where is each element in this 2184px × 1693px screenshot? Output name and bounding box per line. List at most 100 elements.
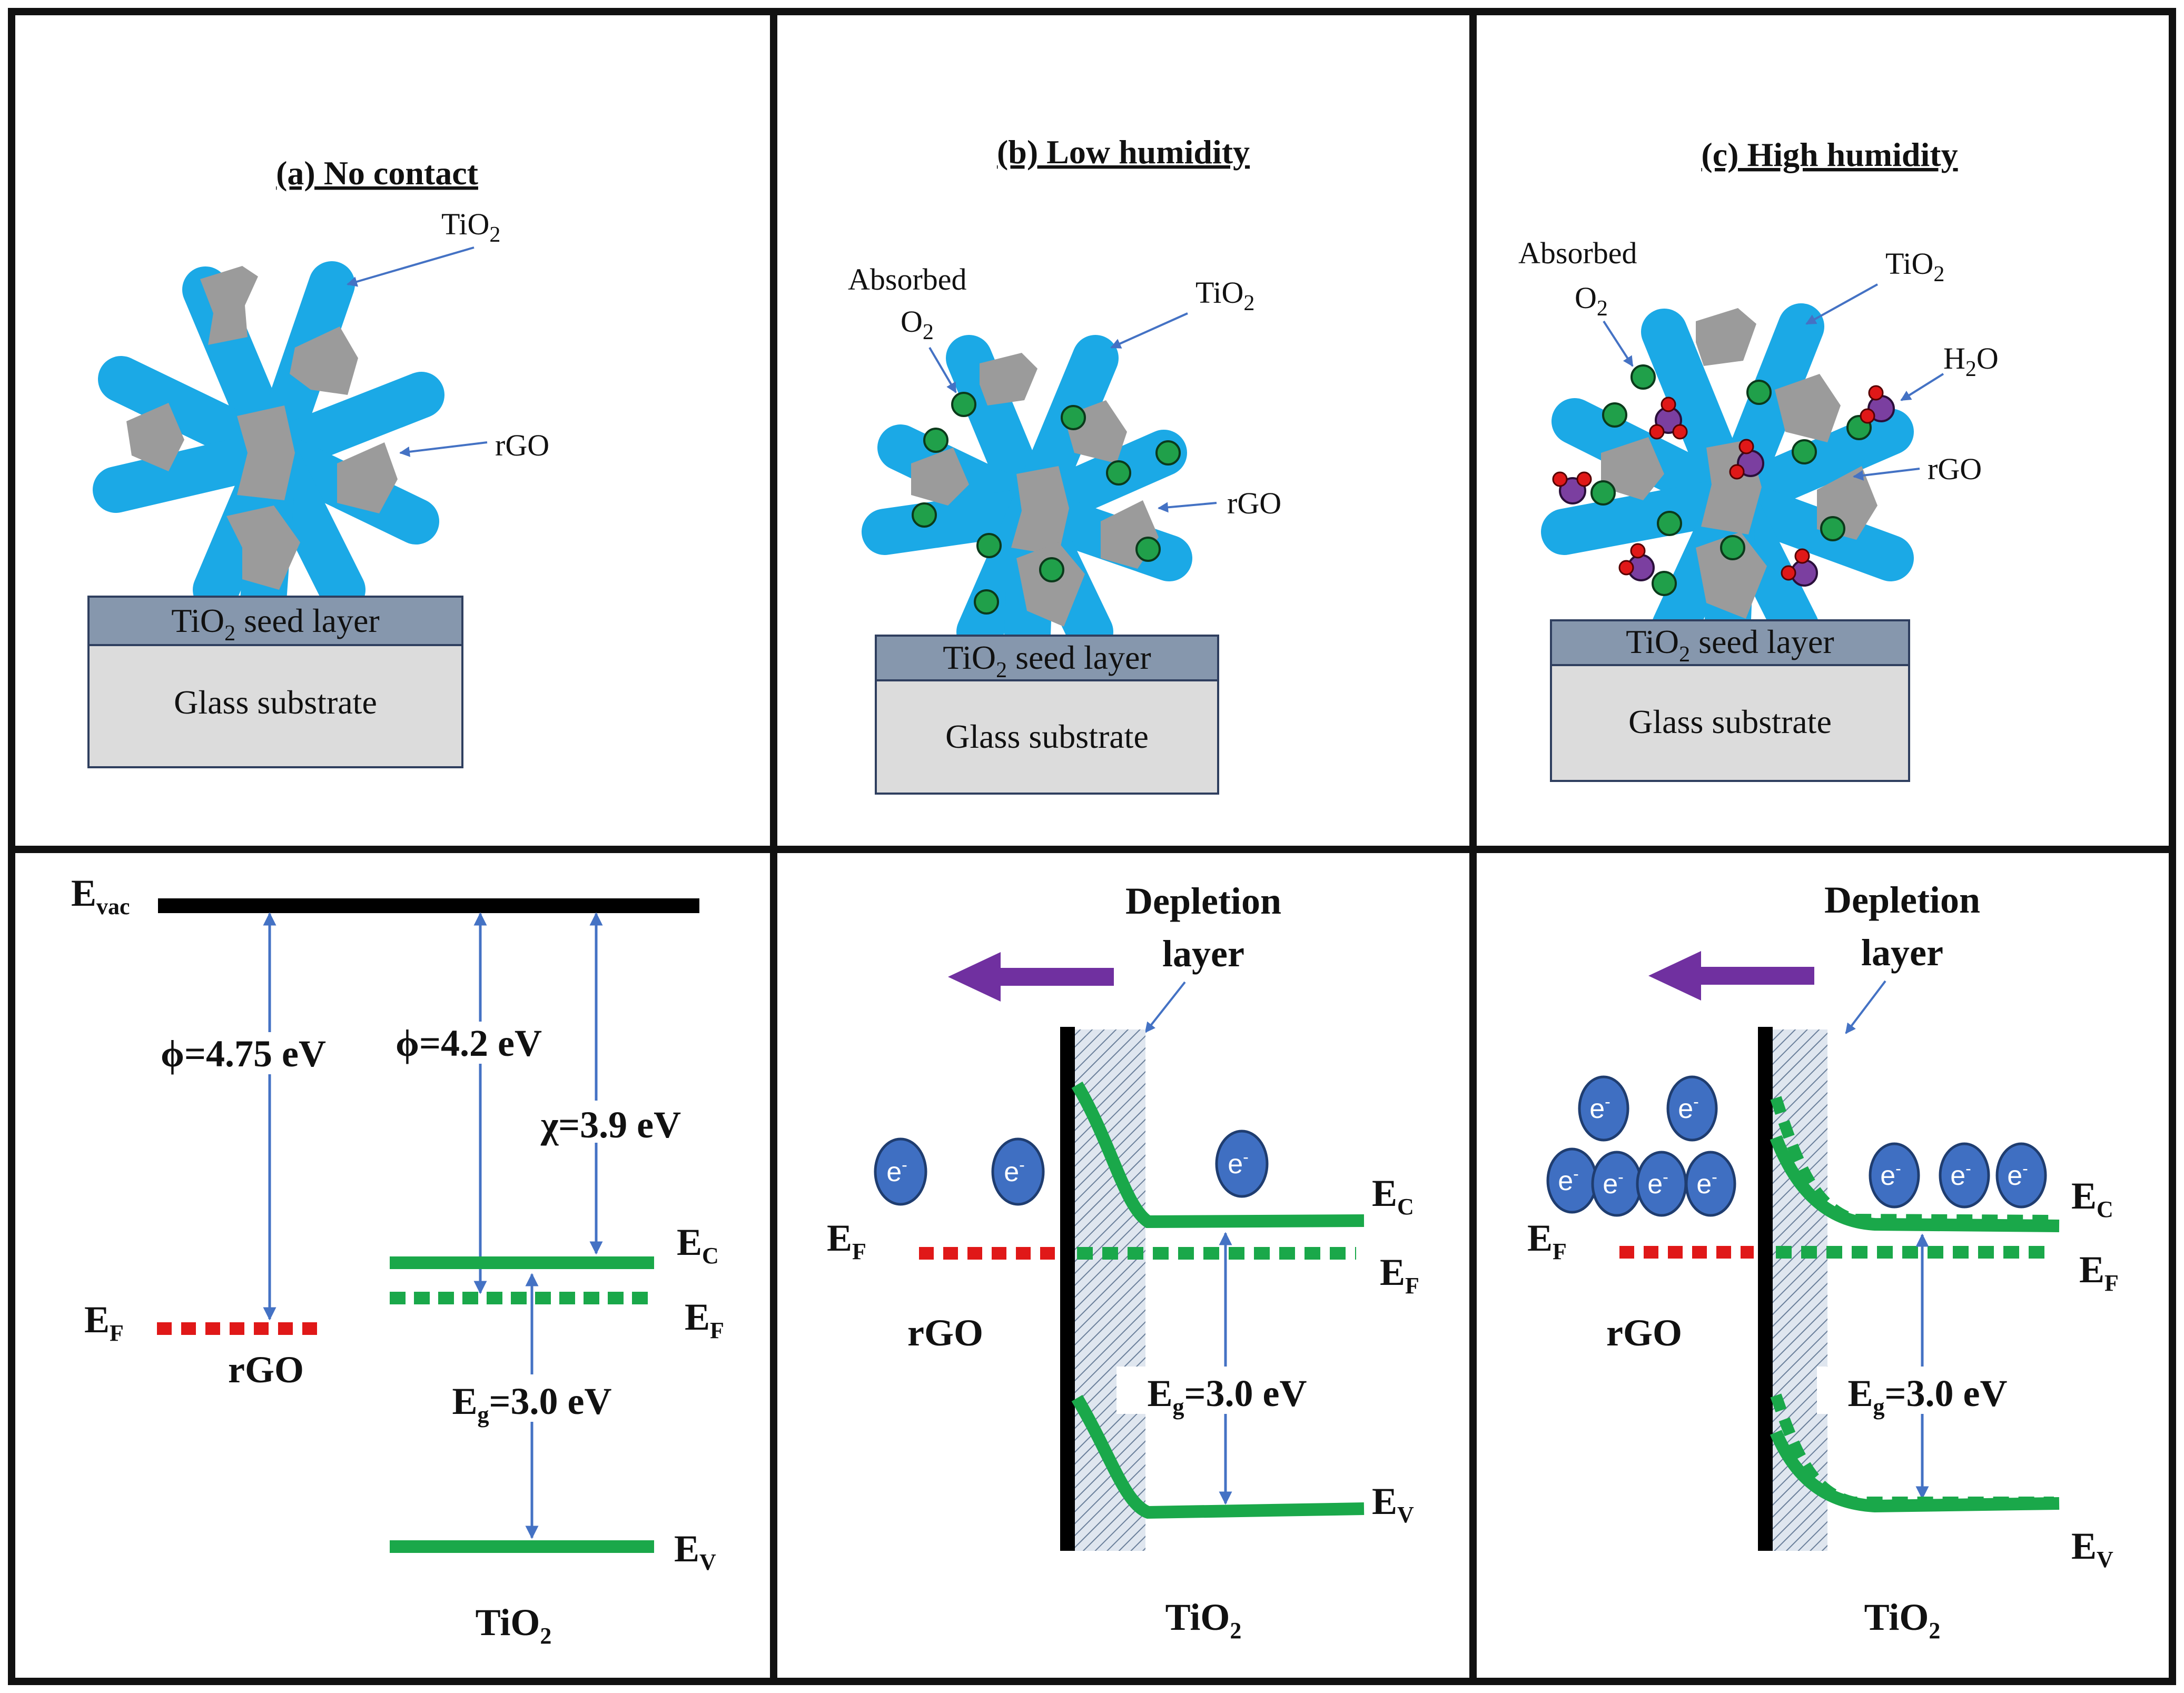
valence-band-c	[1770, 1430, 2060, 1513]
tio2-label-a: TiO2	[441, 207, 500, 247]
seed-layer-b	[875, 635, 1219, 681]
glass-substrate-b	[875, 679, 1219, 795]
tio2-pointer-a	[347, 246, 475, 287]
svg-text:e-: e-	[1004, 1155, 1025, 1187]
rgo-label-band-b: rGO	[907, 1312, 983, 1354]
ef-left-label-b: EF	[827, 1217, 866, 1264]
electron-flow-arrow-b	[948, 952, 1114, 1002]
electron-flow-arrow-c	[1648, 951, 1814, 1001]
glass-label-a: Glass substrate	[174, 684, 377, 721]
chi-label: χ=3.9 eV	[540, 1104, 681, 1146]
svg-text:e-: e-	[1603, 1167, 1624, 1200]
tio2-pointer-c	[1805, 283, 1878, 325]
rgo-flakes-c	[1601, 308, 1877, 619]
svg-text:e-: e-	[1678, 1092, 1699, 1124]
glass-label-c: Glass substrate	[1628, 703, 1832, 740]
glass-substrate-c	[1550, 664, 1910, 782]
band-diagram-a: Evac ϕ=4.75 eV ϕ=4.2 eV χ=3.9 eV EC EF E…	[71, 872, 724, 1649]
conduction-band-c	[1770, 1135, 2060, 1232]
depletion-label-c-2: layer	[1861, 932, 1943, 974]
svg-text:e-: e-	[1696, 1167, 1717, 1200]
o2-label-c: O2	[1575, 281, 1608, 321]
ev-label-c: EV	[2071, 1525, 2113, 1572]
rgo-flakes-b	[911, 353, 1159, 627]
panel-b-title: (b) Low humidity	[997, 133, 1250, 171]
ef-right-label-a: EF	[685, 1296, 724, 1343]
band-diagram-b: Depletion layer e- e- e- EC EF EF rGO Eg…	[827, 880, 1419, 1644]
glass-substrate-a	[87, 644, 463, 768]
rgo-label-c: rGO	[1928, 452, 1982, 486]
h2o-pointer-c	[1900, 373, 1944, 401]
svg-text:e-: e-	[886, 1155, 907, 1187]
rgo-pointer-a	[399, 441, 488, 457]
depletion-label-b-2: layer	[1162, 933, 1244, 975]
bandgap-label-a: Eg=3.0 eV	[452, 1380, 611, 1428]
ec-label-c: EC	[2071, 1175, 2113, 1222]
tio2-label-band-c: TiO2	[1864, 1596, 1941, 1644]
depletion-pointer-c	[1845, 980, 1886, 1034]
rgo-label-a: rGO	[495, 428, 549, 462]
tio2-pointer-b	[1110, 312, 1188, 349]
rgo-pointer-c	[1853, 468, 1920, 481]
absorbed-label-c: Absorbed	[1518, 236, 1637, 270]
svg-text:e-: e-	[1558, 1164, 1579, 1196]
seed-layer-c	[1550, 619, 1910, 666]
conduction-band-b	[1071, 1081, 1365, 1229]
depletion-label-c-1: Depletion	[1824, 879, 1980, 921]
panel-a-title: (a) No contact	[276, 154, 479, 192]
glass-label-b: Glass substrate	[945, 718, 1149, 755]
rgo-pointer-b	[1158, 502, 1217, 513]
panel-b-structure: (b) Low humidity	[848, 133, 1281, 795]
absorbed-label-b: Absorbed	[848, 262, 967, 296]
o2-pointer-b	[928, 346, 957, 393]
o2-pointer-c	[1603, 320, 1634, 367]
seed-layer-a	[87, 596, 463, 646]
phi-tio2-label: ϕ=4.2 eV	[396, 1022, 542, 1064]
o2-label-b: O2	[901, 304, 934, 344]
ev-label-a: EV	[674, 1528, 716, 1575]
panel-c-title: (c) High humidity	[1701, 136, 1958, 173]
bandgap-label-c: Eg=3.0 eV	[1847, 1372, 2007, 1420]
evac-label: Evac	[71, 872, 130, 919]
panel-c-structure: (c) High humidity	[1518, 136, 1999, 782]
depletion-pointer-b	[1144, 981, 1186, 1033]
panel-frame	[8, 8, 2176, 1685]
svg-text:e-: e-	[1950, 1159, 1971, 1191]
panel-a-structure: (a) No contact TiO2 seed layer Glass sub	[87, 154, 549, 768]
ef-left-label-c: EF	[1527, 1217, 1567, 1264]
svg-text:e-: e-	[2007, 1159, 2028, 1191]
h2o-label-c: H2O	[1943, 341, 1999, 381]
tio2-label-b: TiO2	[1195, 275, 1254, 315]
h2o-molecules-c	[1552, 385, 1895, 587]
ec-label-a: EC	[677, 1221, 719, 1269]
electrons-c: e- e- e- e- e- e- e- e- e-	[1546, 1075, 2047, 1217]
svg-text:e-: e-	[1228, 1147, 1249, 1180]
ef-right-label-b: EF	[1380, 1251, 1419, 1299]
ef-left-label-a: EF	[84, 1299, 124, 1346]
svg-text:e-: e-	[1647, 1167, 1668, 1200]
rgo-label-band-c: rGO	[1606, 1312, 1682, 1354]
phi-rgo-label: ϕ=4.75 eV	[161, 1033, 326, 1075]
rgo-label-band-a: rGO	[228, 1349, 304, 1391]
seed-layer-label-b: TiO2 seed layer	[943, 639, 1151, 682]
rgo-flakes-a	[126, 266, 398, 590]
rgo-label-b: rGO	[1227, 486, 1281, 520]
depletion-label-b-1: Depletion	[1125, 880, 1281, 922]
o2-molecules-b	[912, 392, 1181, 615]
ec-label-b: EC	[1372, 1172, 1414, 1220]
valence-band-b	[1071, 1394, 1365, 1519]
tio2-label-band-b: TiO2	[1165, 1596, 1242, 1644]
tio2-label-band-a: TiO2	[476, 1601, 552, 1649]
ef-right-label-c: EF	[2079, 1249, 2119, 1296]
svg-text:e-: e-	[1589, 1092, 1610, 1124]
tio2-label-c: TiO2	[1885, 246, 1944, 286]
seed-layer-label-a: TiO2 seed layer	[171, 602, 379, 646]
bandgap-label-b: Eg=3.0 eV	[1147, 1372, 1307, 1420]
seed-layer-label-c: TiO2 seed layer	[1626, 623, 1834, 667]
band-diagram-c: Depletion layer e- e- e- e- e- e- e- e- …	[1527, 879, 2119, 1644]
ev-label-b: EV	[1372, 1480, 1414, 1528]
svg-text:e-: e-	[1880, 1159, 1901, 1191]
electrons-b: e- e- e-	[874, 1130, 1269, 1206]
